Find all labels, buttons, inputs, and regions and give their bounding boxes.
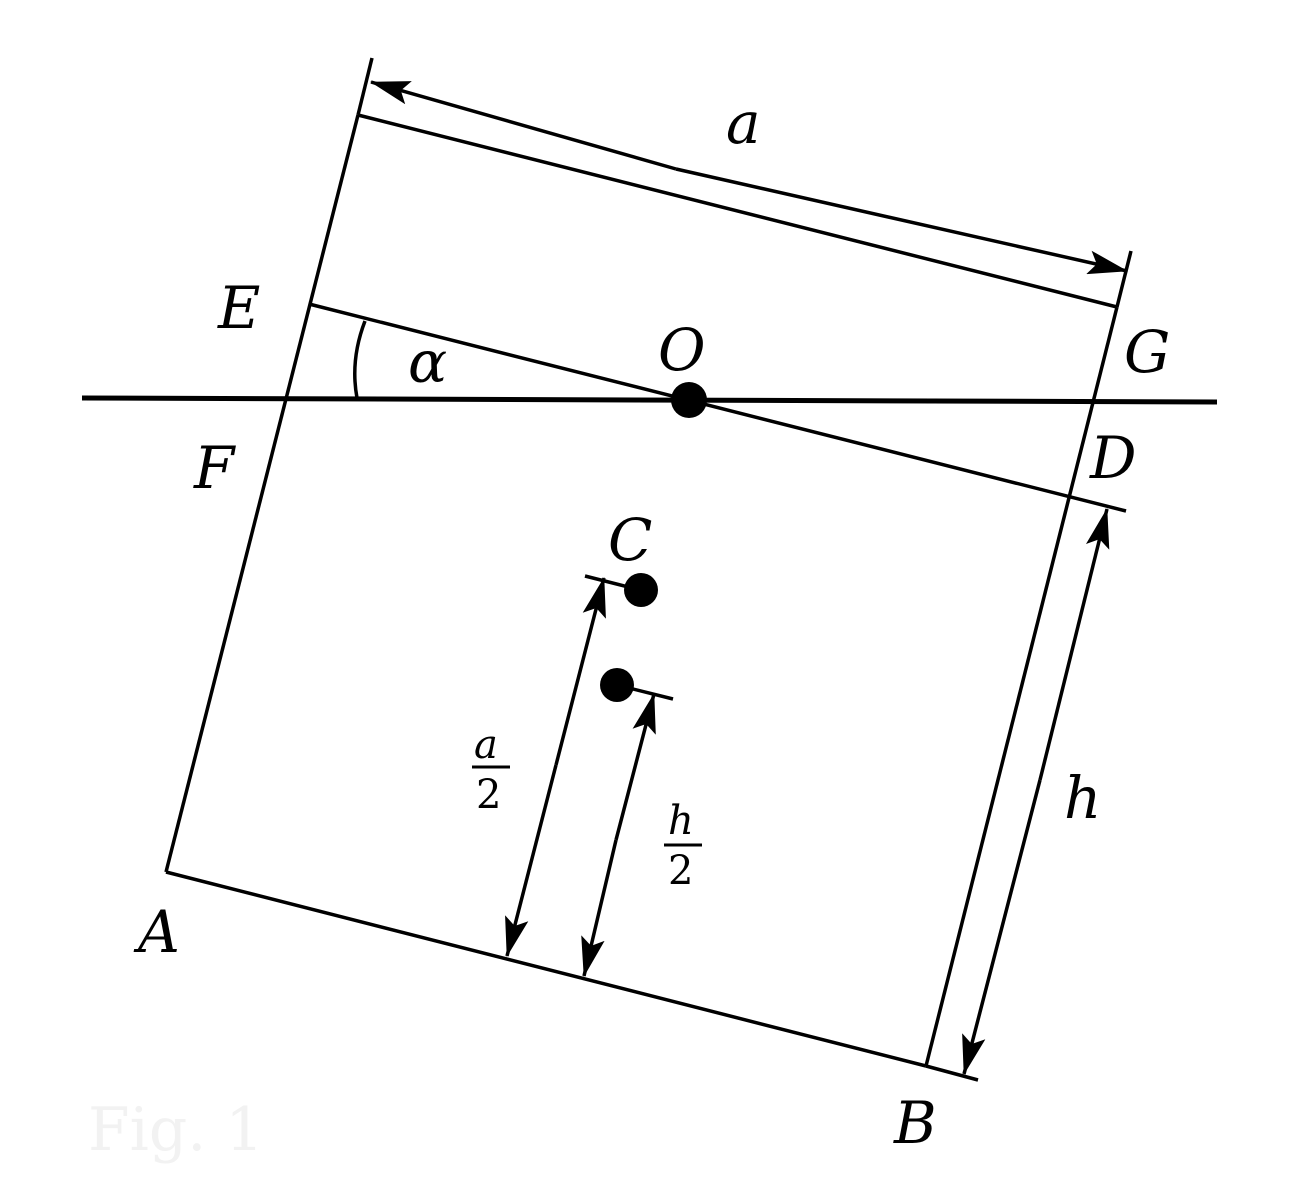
- dimension-a-arrow-left: [370, 80, 677, 171]
- fraction-a-numerator: a: [474, 722, 498, 768]
- dimension-a-arrow-right: [675, 167, 1128, 275]
- label-a: a: [726, 89, 761, 157]
- half-height-arrow-down: [581, 839, 618, 977]
- fraction-a-denominator: 2: [476, 772, 501, 818]
- half-height-arrow-up: [614, 693, 656, 841]
- right-side-line: [924, 306, 1119, 1067]
- fraction-h-numerator: h: [668, 798, 694, 844]
- bottom-side-line: [165, 870, 927, 1068]
- label-b: B: [893, 1089, 937, 1157]
- label-d: D: [1089, 424, 1137, 492]
- left-side-line: [164, 114, 360, 873]
- dimension-h-arrow-down: [962, 779, 1042, 1075]
- half-height-tick: [616, 683, 674, 701]
- label-alpha: α: [408, 328, 447, 396]
- label-f: F: [193, 434, 236, 502]
- point-c-dot: [624, 573, 658, 607]
- watermark-text: Fig. 1: [88, 1095, 264, 1165]
- angle-alpha-arc: [353, 320, 367, 399]
- point-o-dot: [671, 382, 707, 418]
- label-h: h: [1064, 764, 1101, 832]
- dimension-h-arrow-up: [1038, 508, 1110, 781]
- fraction-a-over-2: a 2: [472, 722, 510, 818]
- extension-line-left: [356, 57, 374, 116]
- label-e: E: [217, 274, 260, 342]
- label-g: G: [1124, 318, 1170, 386]
- extension-line-bottom: [925, 1064, 979, 1082]
- extension-line-right: [1115, 250, 1133, 308]
- label-c: C: [608, 506, 652, 574]
- half-width-arrow-up: [554, 577, 606, 766]
- fraction-h-over-2: h 2: [664, 798, 702, 894]
- fraction-h-denominator: 2: [668, 848, 693, 894]
- label-a-vertex: A: [133, 898, 180, 966]
- label-o: O: [658, 316, 706, 384]
- horizontal-axis-line: [81, 395, 1218, 405]
- half-width-arrow-down: [505, 764, 558, 957]
- top-side-line: [357, 113, 1118, 309]
- tilted-line-eo: [308, 302, 1127, 513]
